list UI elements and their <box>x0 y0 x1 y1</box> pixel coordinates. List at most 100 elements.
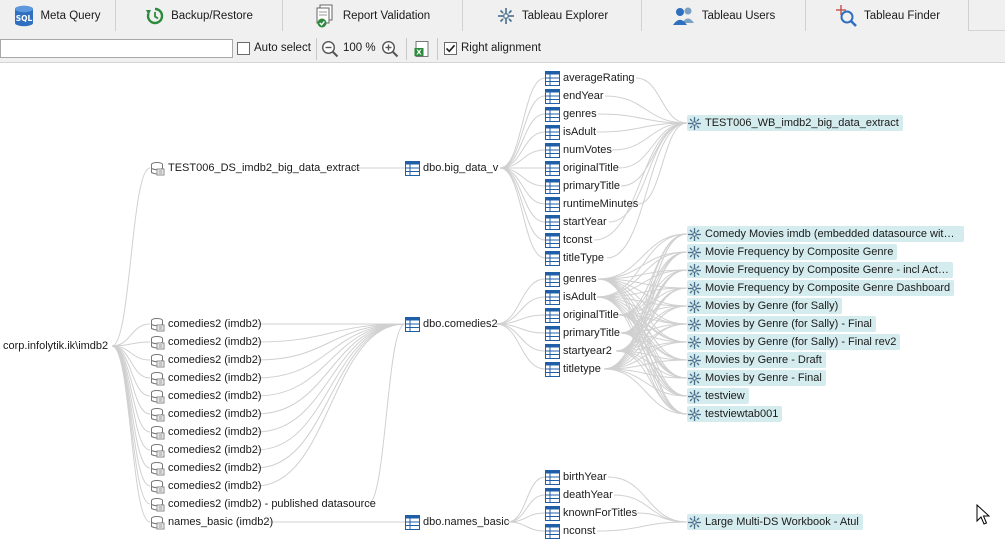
datasource-node[interactable]: comedies2 (imdb2) <box>150 424 262 440</box>
column-node[interactable]: isAdult <box>545 124 596 140</box>
lineage-edge <box>603 341 688 370</box>
column-node[interactable]: knownForTitles <box>545 505 637 521</box>
lineage-edge <box>608 122 688 223</box>
column-node[interactable]: primaryTitle <box>545 325 620 341</box>
auto-select-label: Auto select <box>254 42 311 54</box>
workbook-node[interactable]: testview <box>687 388 749 404</box>
right-alignment-checkbox[interactable] <box>444 42 457 55</box>
auto-select-checkbox[interactable] <box>237 42 250 55</box>
datasource-node[interactable]: comedies2 (imdb2) <box>150 388 262 404</box>
workbook-node[interactable]: Large Multi-DS Workbook - Atul <box>687 514 863 530</box>
datasource-node[interactable]: comedies2 (imdb2) <box>150 370 262 386</box>
datasource-node[interactable]: comedies2 (imdb2) <box>150 478 262 494</box>
table-icon <box>545 469 560 485</box>
column-node[interactable]: numVotes <box>545 142 612 158</box>
datasource-icon <box>150 479 165 494</box>
node-label: Movies by Genre (for Sally) - Final rev2 <box>705 336 897 348</box>
lineage-edge <box>255 323 406 469</box>
column-node[interactable]: originalTitle <box>545 307 619 323</box>
datasource-node[interactable]: names_basic (imdb2) <box>150 514 273 530</box>
tab-tableau-explorer[interactable]: Tableau Explorer <box>463 0 642 31</box>
datasource-node[interactable]: comedies2 (imdb2) - published datasource <box>150 496 376 512</box>
table-icon <box>545 325 560 341</box>
column-node[interactable]: nconst <box>545 523 595 539</box>
column-node[interactable]: startYear <box>545 214 607 230</box>
workbook-node[interactable]: Movies by Genre (for Sally) - Final <box>687 316 876 332</box>
column-node[interactable]: deathYear <box>545 487 613 503</box>
column-node[interactable]: originalTitle <box>545 160 619 176</box>
workbook-node[interactable]: TEST006_WB_imdb2_big_data_extract <box>687 115 903 131</box>
column-node[interactable]: genres <box>545 106 597 122</box>
lineage-edge <box>607 476 688 523</box>
datasource-node[interactable]: comedies2 (imdb2) <box>150 442 262 458</box>
workbook-node[interactable]: testviewtab001 <box>687 406 783 422</box>
lineage-edge <box>255 323 406 433</box>
table-icon <box>545 307 560 323</box>
lineage-edge <box>255 323 406 343</box>
node-label: numVotes <box>563 144 612 156</box>
tab-report-validation[interactable]: Report Validation <box>283 0 463 31</box>
users-icon <box>672 7 694 25</box>
workbook-node[interactable]: Movies by Genre - Final <box>687 370 826 386</box>
export-excel-button[interactable]: X <box>412 39 432 59</box>
tab-meta-query[interactable]: SQL Meta Query <box>0 0 116 31</box>
table-node[interactable]: dbo.comedies2 <box>405 316 498 332</box>
search-input[interactable] <box>0 39 233 58</box>
datasource-node[interactable]: comedies2 (imdb2) <box>150 316 262 332</box>
column-node[interactable]: genres <box>545 271 597 287</box>
lineage-edge <box>499 131 546 169</box>
node-label: runtimeMinutes <box>563 198 639 210</box>
server-node-root[interactable]: corp.infolytik.ik\imdb2 <box>3 338 108 354</box>
column-node[interactable]: titleType <box>545 250 604 266</box>
workbook-node[interactable]: Movie Frequency by Composite Genre Dashb… <box>687 280 955 296</box>
lineage-canvas[interactable]: corp.infolytik.ik\imdb2 TEST006_DS_imdb2_… <box>0 63 1005 542</box>
tab-backup-restore[interactable]: Backup/Restore <box>116 0 283 31</box>
node-label: birthYear <box>563 471 607 483</box>
node-label: comedies2 (imdb2) - published datasource <box>168 498 376 510</box>
table-icon <box>545 106 560 122</box>
node-label: endYear <box>563 90 604 102</box>
column-node[interactable]: isAdult <box>545 289 596 305</box>
workbook-node[interactable]: Movie Frequency by Composite Genre <box>687 244 898 260</box>
right-alignment-label: Right alignment <box>461 42 541 54</box>
tab-tableau-finder[interactable]: Tableau Finder <box>806 0 969 31</box>
workbook-node[interactable]: Movies by Genre (for Sally) <box>687 298 843 314</box>
workbook-node[interactable]: Comedy Movies imdb (embedded datasource … <box>687 226 964 242</box>
tableau-explorer-icon <box>497 7 514 24</box>
node-label: comedies2 (imdb2) <box>168 372 262 384</box>
column-node[interactable]: averageRating <box>545 70 635 86</box>
column-node[interactable]: primaryTitle <box>545 178 620 194</box>
workbook-node[interactable]: Movies by Genre (for Sally) - Final rev2 <box>687 334 901 350</box>
datasource-icon <box>150 161 165 176</box>
zoom-out-button[interactable] <box>320 39 340 59</box>
datasource-node[interactable]: comedies2 (imdb2) <box>150 406 262 422</box>
tab-tableau-users[interactable]: Tableau Users <box>642 0 806 31</box>
workbook-node[interactable]: Movie Frequency by Composite Genre - inc… <box>687 262 953 278</box>
workbook-node[interactable]: Movies by Genre - Draft <box>687 352 826 368</box>
table-node[interactable]: dbo.names_basic <box>405 514 509 530</box>
datasource-node[interactable]: comedies2 (imdb2) <box>150 352 262 368</box>
datasource-node[interactable]: comedies2 (imdb2) <box>150 460 262 476</box>
lineage-edge <box>499 167 546 241</box>
column-node[interactable]: endYear <box>545 88 604 104</box>
zoom-in-button[interactable] <box>380 39 400 59</box>
table-icon <box>545 487 560 503</box>
node-label: comedies2 (imdb2) <box>168 354 262 366</box>
lineage-edge <box>507 521 546 532</box>
column-node[interactable]: birthYear <box>545 469 607 485</box>
datasource-icon <box>150 407 165 422</box>
toolbar-divider <box>406 38 407 60</box>
column-node[interactable]: tconst <box>545 232 592 248</box>
datasource-icon <box>150 389 165 404</box>
column-node[interactable]: startyear2 <box>545 343 612 359</box>
datasource-node[interactable]: comedies2 (imdb2) <box>150 334 262 350</box>
node-label: testview <box>705 390 745 402</box>
datasource-node[interactable]: TEST006_DS_imdb2_big_data_extract <box>150 160 359 176</box>
column-node[interactable]: runtimeMinutes <box>545 196 638 212</box>
column-node[interactable]: titletype <box>545 361 601 377</box>
table-icon <box>545 250 560 266</box>
table-node[interactable]: dbo.big_data_v <box>405 160 498 176</box>
lineage-edge <box>111 345 151 487</box>
node-label: comedies2 (imdb2) <box>168 444 262 456</box>
node-label: startyear2 <box>563 345 612 357</box>
